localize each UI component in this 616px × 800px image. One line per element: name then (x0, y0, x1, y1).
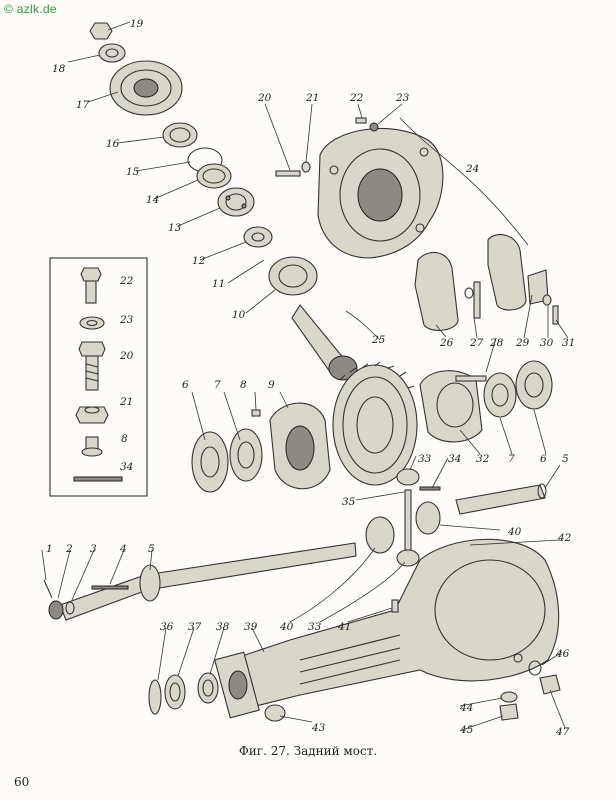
differential-case-right (419, 360, 553, 443)
label-41: 41 (337, 621, 351, 633)
ring-gear-group (191, 361, 418, 493)
label-3: 3 (90, 543, 97, 555)
bearing-caps (414, 234, 559, 331)
label-46: 46 (555, 648, 570, 660)
label-45: 45 (459, 724, 474, 736)
label-5-left: 5 (148, 543, 155, 555)
label-6-left: 6 (182, 379, 189, 391)
label-35: 35 (342, 496, 356, 508)
label-34-inset: 34 (120, 461, 133, 473)
label-40-bottom: 40 (279, 621, 294, 633)
label-2: 2 (65, 543, 73, 555)
label-15: 15 (126, 166, 140, 178)
label-11: 11 (212, 278, 225, 290)
label-17: 17 (76, 99, 90, 111)
axle-shaft-left (43, 542, 357, 621)
figure-caption: Фиг. 27. Задний мост. (238, 744, 378, 758)
label-8-inset: 8 (121, 433, 128, 445)
differential-carrier (275, 117, 444, 259)
label-7-right: 7 (508, 453, 515, 465)
page-number: 60 (14, 775, 30, 789)
label-9: 9 (268, 379, 275, 391)
label-26: 26 (439, 337, 454, 349)
label-16: 16 (106, 138, 120, 150)
label-24: 24 (465, 163, 479, 175)
label-22-main: 22 (349, 92, 364, 104)
spider-gears (365, 468, 441, 567)
label-12: 12 (192, 255, 206, 267)
label-31: 31 (562, 337, 575, 349)
leader-lines (41, 21, 569, 731)
label-32: 32 (476, 453, 490, 465)
label-20-inset: 20 (119, 350, 134, 362)
label-21-main: 21 (305, 92, 319, 104)
label-21-inset: 21 (119, 396, 133, 408)
label-43: 43 (311, 722, 326, 734)
label-33-bottom: 33 (308, 621, 322, 633)
label-18: 18 (52, 63, 66, 75)
label-14: 14 (146, 194, 159, 206)
label-22-inset: 22 (119, 275, 134, 287)
label-6-right: 6 (540, 453, 547, 465)
label-5-right: 5 (562, 453, 569, 465)
label-28: 28 (489, 337, 504, 349)
label-27: 27 (469, 337, 484, 349)
label-39: 39 (244, 621, 258, 633)
label-44: 44 (459, 702, 473, 714)
label-20-main: 20 (257, 92, 272, 104)
label-8-main: 8 (240, 379, 247, 391)
label-19: 19 (130, 18, 144, 30)
label-13: 13 (168, 222, 182, 234)
axle-housing (148, 538, 561, 722)
label-47: 47 (555, 726, 570, 738)
pinion-stack (89, 22, 358, 381)
label-33-top: 33 (418, 453, 432, 465)
label-10: 10 (232, 309, 246, 321)
label-38: 38 (216, 621, 230, 633)
label-30: 30 (540, 337, 554, 349)
label-1: 1 (46, 543, 53, 555)
label-23-inset: 23 (119, 314, 134, 326)
label-37: 37 (188, 621, 202, 633)
label-42: 42 (557, 532, 572, 544)
axle-shaft-right (455, 483, 547, 515)
label-40-right: 40 (507, 526, 522, 538)
label-23-main: 23 (395, 92, 410, 104)
watermark: © azlk.de (4, 2, 57, 16)
label-7-left: 7 (214, 379, 221, 391)
label-4: 4 (119, 543, 127, 555)
hardware-inset (49, 257, 148, 497)
label-34-main: 34 (448, 453, 461, 465)
part-labels: 1 2 3 4 5 5 6 6 7 7 8 8 9 10 11 12 13 14… (46, 18, 575, 738)
label-25: 25 (371, 334, 386, 346)
label-36: 36 (160, 621, 174, 633)
label-29: 29 (515, 337, 530, 349)
